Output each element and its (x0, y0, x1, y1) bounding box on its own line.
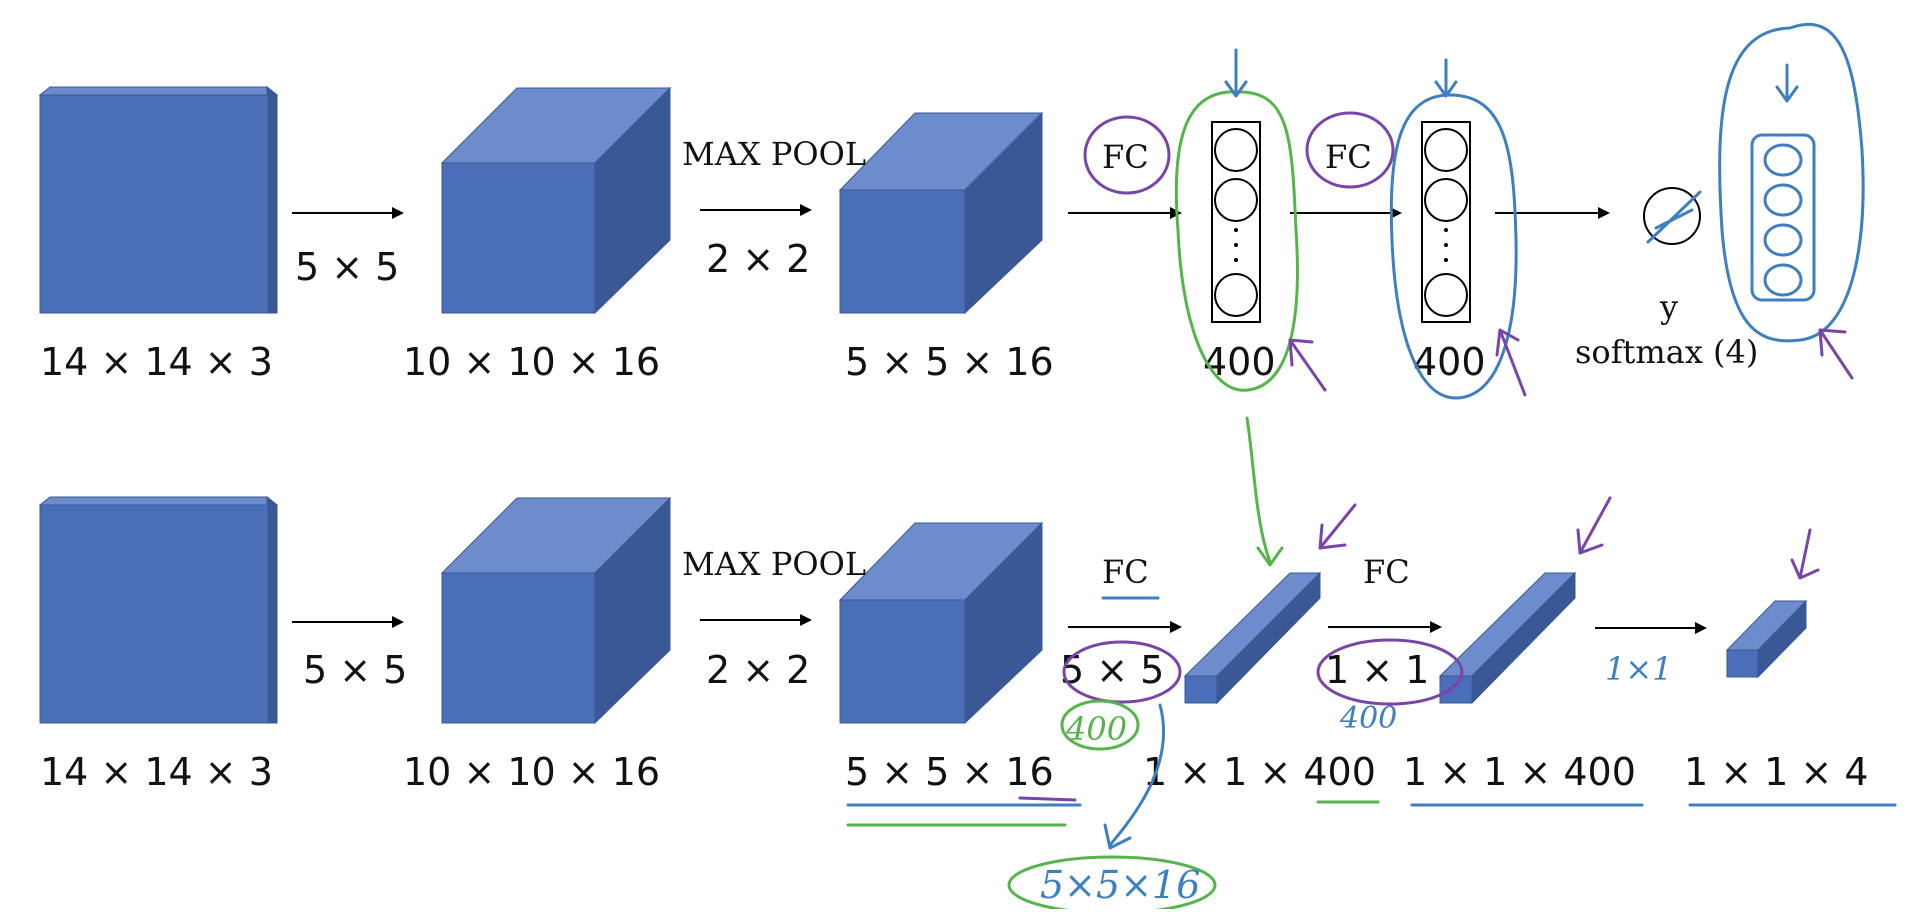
bottom-pool-label: MAX POOL (682, 545, 866, 583)
top-conv-block (440, 86, 672, 315)
bottom-conv-filter: 5 × 5 (303, 648, 407, 692)
bottom-pool-size: 2 × 2 (706, 648, 810, 692)
top-pool-dims: 5 × 5 × 16 (845, 340, 1054, 384)
bottom-fc1-block (1183, 571, 1322, 705)
anno-last-filter: 1×1 (1605, 650, 1673, 688)
top-output-softmax: softmax (4) (1575, 333, 1758, 371)
bottom-conv-block (440, 496, 672, 725)
green-loop-fc1 (1174, 90, 1299, 392)
softmax-output-box (1750, 133, 1816, 302)
bottom-fc2-block (1438, 571, 1577, 705)
bottom-input-block (38, 495, 279, 724)
blue-loop-fc2 (1389, 93, 1518, 400)
top-conv-filter: 5 × 5 (295, 245, 399, 289)
green-circle-400 (1060, 699, 1140, 751)
top-pool-size: 2 × 2 (706, 237, 810, 281)
bottom-fc1-dims: 1 × 1 × 400 (1143, 750, 1376, 794)
purple-circle-fc1 (1083, 115, 1171, 195)
purple-circle-1x1 (1316, 638, 1464, 706)
top-fc1-dims: 400 (1203, 340, 1276, 384)
bottom-fc2-dims: 1 × 1 × 400 (1403, 750, 1636, 794)
bottom-conv-dims: 10 × 10 × 16 (403, 750, 660, 794)
top-input-block (38, 85, 279, 314)
purple-circle-fc2 (1305, 111, 1395, 189)
bottom-out-block (1725, 599, 1808, 679)
blue-loop-softmax (1718, 22, 1865, 343)
anno-filter-shape: 5×5×16 (1040, 863, 1200, 907)
top-conv-dims: 10 × 10 × 16 (403, 340, 660, 384)
top-output-node (1643, 187, 1701, 245)
purple-circle-5x5 (1062, 640, 1182, 704)
bottom-fc1-label: FC (1102, 553, 1149, 591)
bottom-fc2-label: FC (1363, 553, 1410, 591)
bottom-out-dims: 1 × 1 × 4 (1684, 750, 1869, 794)
top-fc2-dims: 400 (1413, 340, 1486, 384)
bottom-input-dims: 14 × 14 × 3 (40, 750, 273, 794)
top-input-dims: 14 × 14 × 3 (40, 340, 273, 384)
top-pool-block (838, 111, 1044, 315)
green-link (1245, 416, 1284, 567)
bottom-fc2-filter: 1 × 1 (1325, 648, 1429, 692)
top-output-y: y (1659, 288, 1678, 326)
blue-link (1103, 703, 1166, 850)
anno-400-blue: 400 (1339, 701, 1397, 736)
top-fc1-label: FC (1102, 138, 1149, 176)
bottom-fc1-filter: 5 × 5 (1060, 648, 1164, 692)
top-fc2-neurons (1421, 121, 1471, 323)
anno-400-green: 400 (1065, 710, 1127, 748)
bottom-pool-block (838, 521, 1044, 725)
bottom-pool-dims: 5 × 5 × 16 (845, 750, 1054, 794)
top-fc1-neurons (1211, 121, 1261, 323)
top-pool-label: MAX POOL (682, 135, 866, 173)
top-fc2-label: FC (1325, 138, 1372, 176)
